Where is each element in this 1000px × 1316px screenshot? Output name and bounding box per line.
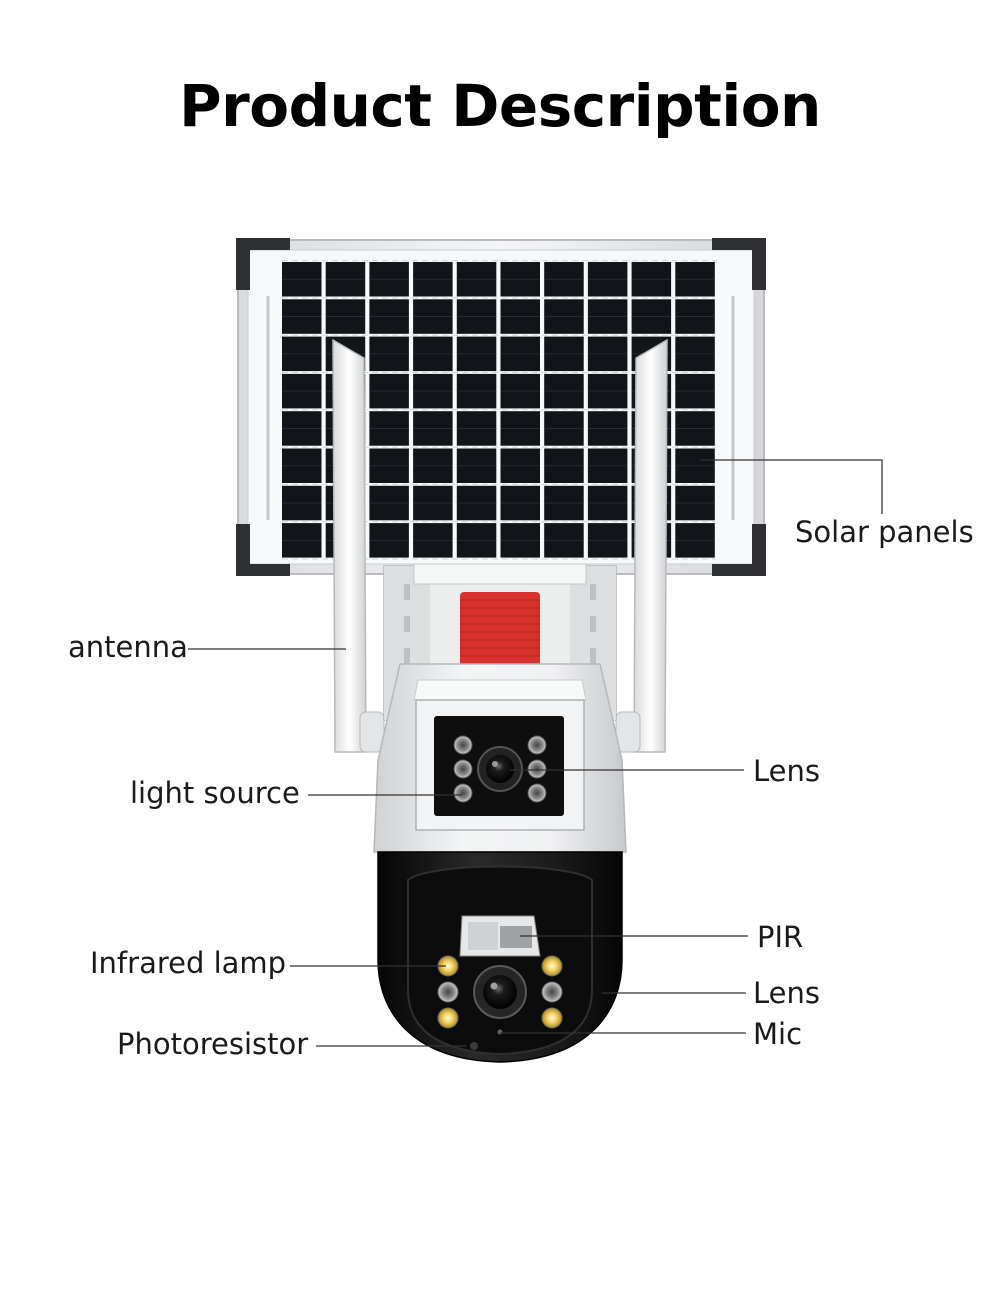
mic-hole	[497, 1029, 503, 1035]
lower-dome	[377, 851, 623, 1063]
photoresistor-sensor	[470, 1042, 478, 1050]
leader-lines	[188, 459, 883, 1047]
light-source-leds	[453, 735, 547, 803]
infrared-lamps	[437, 955, 563, 1029]
solar-panel	[236, 238, 766, 576]
page-title: Product Description	[179, 72, 821, 140]
upper-housing	[373, 663, 627, 853]
label-mic: Mic	[753, 1017, 803, 1051]
label-pir: PIR	[757, 920, 804, 954]
label-lens-lower: Lens	[753, 976, 820, 1010]
label-lens-upper: Lens	[753, 754, 820, 788]
label-photoresistor: Photoresistor	[117, 1027, 309, 1061]
label-solar-panels: Solar panels	[795, 515, 974, 549]
label-antenna: antenna	[68, 630, 188, 664]
label-light-source: light source	[130, 776, 300, 810]
label-infrared-lamp: Infrared lamp	[90, 946, 287, 980]
